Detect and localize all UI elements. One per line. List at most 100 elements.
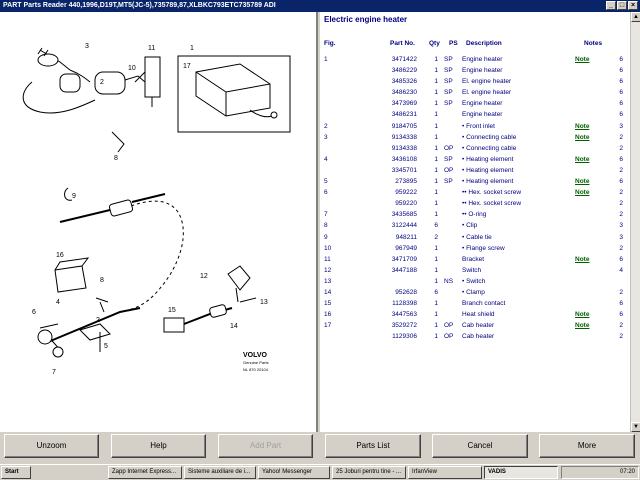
- parts-list-button[interactable]: Parts List: [325, 434, 421, 458]
- row-qty: 1: [434, 200, 438, 208]
- exploded-view-panel[interactable]: 3 10 11 1 17 2 8 9 16 8 12 6 4 15 13 5 1…: [0, 12, 318, 432]
- row-fig: 3: [324, 133, 328, 141]
- col-qty: Qty: [429, 40, 440, 47]
- help-button[interactable]: Help: [111, 434, 206, 458]
- row-qty: 6: [434, 288, 438, 296]
- row-ps: SP: [444, 100, 453, 108]
- taskbar-item-vadis[interactable]: VADIS: [484, 466, 558, 479]
- row-qty: 1: [434, 178, 438, 186]
- row-description: • Connecting cable: [462, 133, 517, 141]
- row-description: Cab heater: [462, 333, 495, 341]
- minimize-button[interactable]: _: [606, 1, 616, 10]
- row-ps: OP: [444, 144, 454, 152]
- add-part-button[interactable]: Add Part: [218, 434, 313, 458]
- taskbar-item-irfanview[interactable]: IrfanView: [408, 466, 482, 479]
- illustration-ref: NL 870 20104: [243, 367, 269, 372]
- row-qty: 1: [434, 144, 438, 152]
- engine-heater-illustration[interactable]: 3 10 11 1 17 2 8 9 16 8 12 6 4 15 13 5 1…: [0, 12, 316, 432]
- close-button[interactable]: ×: [628, 1, 638, 10]
- taskbar-item-yahoo[interactable]: Yahoo! Messenger: [258, 466, 330, 479]
- row-count: 3: [619, 222, 623, 230]
- note-link[interactable]: Note: [575, 178, 590, 186]
- row-part-no: 273895: [395, 178, 417, 186]
- taskbar-item-sisteme[interactable]: Sisteme auxiliare de i...: [184, 466, 256, 479]
- row-description: • Front inlet: [462, 122, 495, 130]
- row-part-no: 3436108: [391, 155, 417, 163]
- window-titlebar: PART Parts Reader 440,1996,D19T,MT5(JC-5…: [0, 0, 640, 12]
- callout-12: 12: [200, 273, 208, 280]
- callout-16: 16: [56, 252, 64, 259]
- row-description: Engine heater: [462, 56, 503, 63]
- taskbar-item-zapp[interactable]: Zapp Internet Express...: [108, 466, 182, 479]
- row-count: 6: [619, 255, 623, 263]
- col-part-no: Part No.: [390, 40, 415, 47]
- note-link[interactable]: Note: [575, 322, 590, 330]
- taskbar-item-joburi[interactable]: 25 Joburi pentru tine - ...: [332, 466, 406, 479]
- cancel-button[interactable]: Cancel: [432, 434, 528, 458]
- row-count: 6: [619, 89, 623, 97]
- note-link[interactable]: Note: [575, 255, 590, 263]
- col-notes: Notes: [584, 40, 603, 47]
- note-link[interactable]: Note: [575, 122, 590, 130]
- maximize-button[interactable]: □: [617, 1, 627, 10]
- start-button[interactable]: Start: [1, 466, 31, 479]
- scroll-up-icon[interactable]: ▲: [631, 12, 640, 22]
- callout-5: 5: [104, 343, 108, 350]
- row-fig: 4: [324, 155, 328, 163]
- unzoom-button[interactable]: Unzoom: [4, 434, 99, 458]
- row-description: • Clip: [462, 222, 478, 230]
- scroll-down-icon[interactable]: ▼: [631, 422, 640, 432]
- row-part-no: 3345701: [391, 166, 417, 174]
- row-qty: 1: [434, 244, 438, 252]
- row-ps: OP: [444, 166, 454, 174]
- row-count: 2: [619, 288, 623, 296]
- more-button[interactable]: More: [539, 434, 635, 458]
- row-qty: 1: [434, 56, 438, 63]
- row-fig: 7: [324, 211, 328, 219]
- row-qty: 1: [434, 78, 438, 86]
- note-link[interactable]: Note: [575, 189, 590, 197]
- note-link[interactable]: Note: [575, 311, 590, 319]
- window-title: PART Parts Reader 440,1996,D19T,MT5(JC-5…: [3, 2, 276, 9]
- system-tray: 07:20: [561, 466, 639, 479]
- row-part-no: 3447563: [391, 311, 417, 319]
- row-count: 4: [619, 266, 623, 274]
- row-part-no: 3471422: [391, 56, 417, 63]
- vertical-scrollbar[interactable]: ▲ ▼: [630, 12, 640, 432]
- row-qty: 1: [434, 189, 438, 197]
- row-fig: 10: [324, 244, 332, 252]
- row-part-no: 959220: [395, 200, 417, 208]
- callout-2: 2: [100, 79, 104, 86]
- note-link[interactable]: Note: [575, 56, 590, 63]
- row-part-no: 3485326: [391, 78, 417, 86]
- note-link[interactable]: Note: [575, 133, 590, 141]
- note-link[interactable]: Note: [575, 155, 590, 163]
- callout-10: 10: [128, 65, 136, 72]
